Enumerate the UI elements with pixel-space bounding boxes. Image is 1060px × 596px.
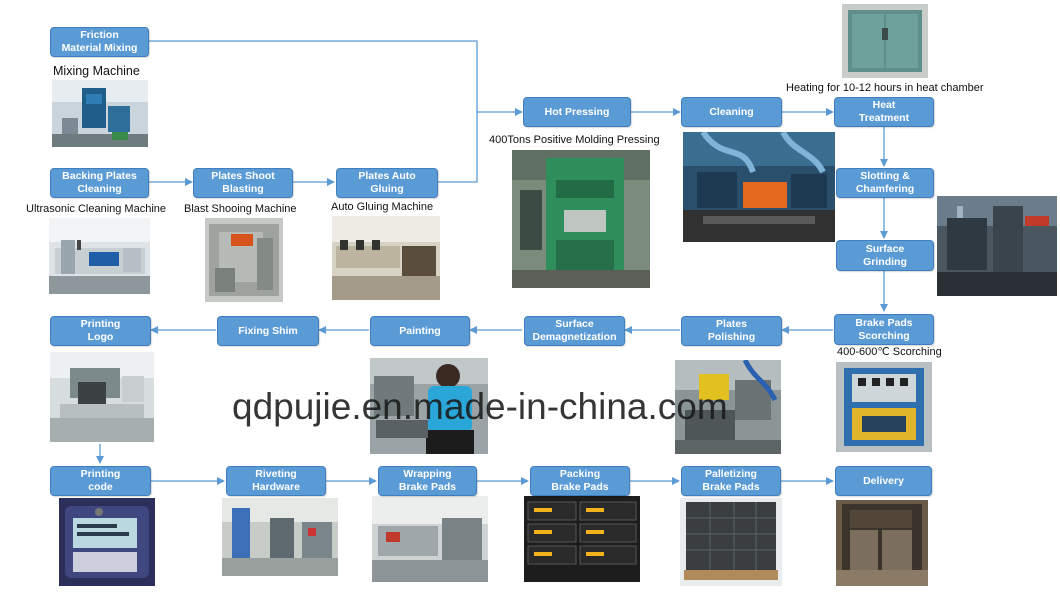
- step-surface-grinding: Surface Grinding: [836, 240, 934, 271]
- step-printing-code: Printing code: [50, 466, 151, 496]
- step-surface-demagnetization: Surface Demagnetization: [524, 316, 625, 346]
- caption-heat-chamber: Heating for 10-12 hours in heat chamber: [786, 82, 984, 94]
- step-brake-pads-scorching: Brake Pads Scorching: [834, 314, 934, 345]
- step-printing-logo: Printing Logo: [50, 316, 151, 346]
- cleaning-machine-photo: [683, 132, 835, 242]
- blast-machine-photo: [205, 218, 283, 302]
- caption-ultrasonic: Ultrasonic Cleaning Machine: [26, 203, 167, 215]
- watermark-url: qdpujie.en.made-in-china.com: [232, 386, 728, 427]
- mixing-machine-photo: [52, 80, 148, 147]
- painting-photo: [370, 358, 488, 454]
- arrow-mixing-to-pressing: [149, 40, 523, 116]
- ultrasonic-machine-photo: [49, 218, 150, 294]
- step-delivery: Delivery: [835, 466, 932, 496]
- step-fixing-shim: Fixing Shim: [217, 316, 319, 346]
- riveting-photo: [222, 498, 338, 576]
- step-painting: Painting: [370, 316, 470, 346]
- step-heat-treatment: Heat Treatment: [834, 97, 934, 127]
- arrow-gluing-to-pressing: [438, 112, 478, 183]
- scorching-machine-photo: [836, 362, 932, 452]
- step-plates-auto-gluing: Plates Auto Gluing: [336, 168, 438, 198]
- heat-chamber-photo: [842, 4, 928, 78]
- palletizing-photo: [680, 498, 782, 586]
- step-riveting-hardware: Riveting Hardware: [226, 466, 326, 496]
- step-wrapping-brake-pads: Wrapping Brake Pads: [378, 466, 477, 496]
- printing-logo-photo: [50, 352, 154, 442]
- step-palletizing-brake-pads: Palletizing Brake Pads: [681, 466, 781, 496]
- step-packing-brake-pads: Packing Brake Pads: [530, 466, 630, 496]
- step-plates-polishing: Plates Polishing: [681, 316, 782, 346]
- grinding-machine-photo: [937, 196, 1057, 296]
- printing-code-photo: [59, 498, 155, 586]
- molding-press-photo: [512, 150, 650, 288]
- step-hot-pressing: Hot Pressing: [523, 97, 631, 127]
- packing-boxes-photo: [524, 496, 640, 582]
- wrapping-photo: [372, 496, 488, 582]
- step-slotting-chamfering: Slotting & Chamfering: [836, 168, 934, 198]
- step-cleaning: Cleaning: [681, 97, 782, 127]
- step-friction-material-mixing: Friction Material Mixing: [50, 27, 149, 57]
- caption-auto-gluing: Auto Gluing Machine: [331, 201, 434, 213]
- delivery-container-photo: [836, 500, 928, 586]
- step-backing-plates-cleaning: Backing Plates Cleaning: [50, 168, 149, 198]
- step-plates-shoot-blasting: Plates Shoot Blasting: [193, 168, 293, 198]
- caption-blast: Blast Shooing Machine: [184, 203, 297, 215]
- polishing-machine-photo: [675, 360, 781, 454]
- auto-gluing-photo: [332, 216, 440, 300]
- caption-scorching: 400-600℃ Scorching: [837, 346, 942, 358]
- caption-mixing-machine: Mixing Machine: [53, 64, 140, 78]
- caption-molding: 400Tons Positive Molding Pressing: [489, 134, 660, 146]
